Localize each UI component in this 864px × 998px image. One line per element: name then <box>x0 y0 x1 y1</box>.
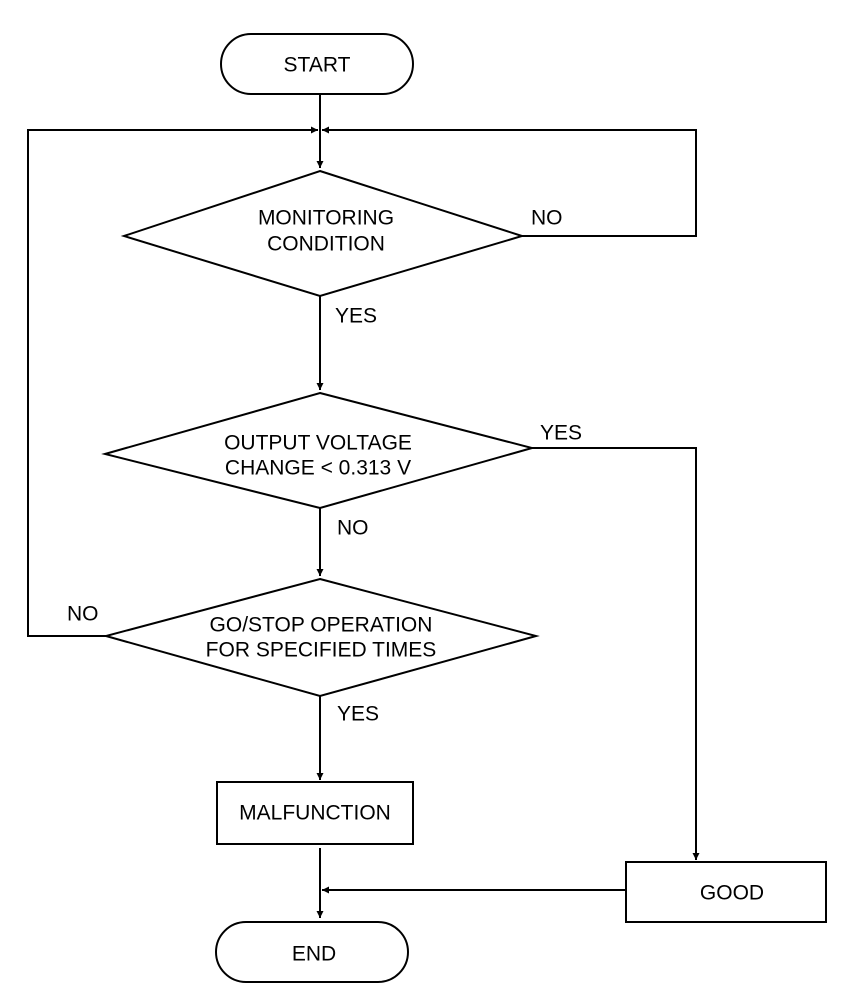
go-stop-decision <box>102 577 540 698</box>
edge-gostop-no-loop <box>27 126 318 637</box>
monitoring-label-line1: MONITORING <box>258 207 394 230</box>
malfunction-label: MALFUNCTION <box>239 802 391 825</box>
start-terminator <box>220 33 414 95</box>
gostop-yes-label: YES <box>337 703 379 726</box>
gostop-no-label: NO <box>67 603 99 626</box>
good-box <box>625 861 827 923</box>
monitoring-condition-decision <box>120 169 526 298</box>
voltage-yes-label: YES <box>540 422 582 445</box>
output-voltage-decision <box>101 391 536 510</box>
malfunction-box <box>216 781 414 845</box>
edge-monitoring-no-loop <box>322 126 697 237</box>
gostop-label-line2: FOR SPECIFIED TIMES <box>206 639 437 662</box>
monitoring-label-line2: CONDITION <box>267 233 385 256</box>
monitoring-no-label: NO <box>531 207 563 230</box>
end-label: END <box>292 943 336 966</box>
voltage-no-label: NO <box>337 517 369 540</box>
edge-voltage-yes <box>532 447 700 860</box>
end-terminator <box>215 921 409 983</box>
voltage-label-line2: CHANGE < 0.313 V <box>225 457 411 480</box>
monitoring-yes-label: YES <box>335 305 377 328</box>
start-label: START <box>284 54 351 77</box>
connectors <box>27 94 700 918</box>
gostop-label-line1: GO/STOP OPERATION <box>210 614 433 637</box>
voltage-label-line1: OUTPUT VOLTAGE <box>224 432 412 455</box>
good-label: GOOD <box>700 882 764 905</box>
